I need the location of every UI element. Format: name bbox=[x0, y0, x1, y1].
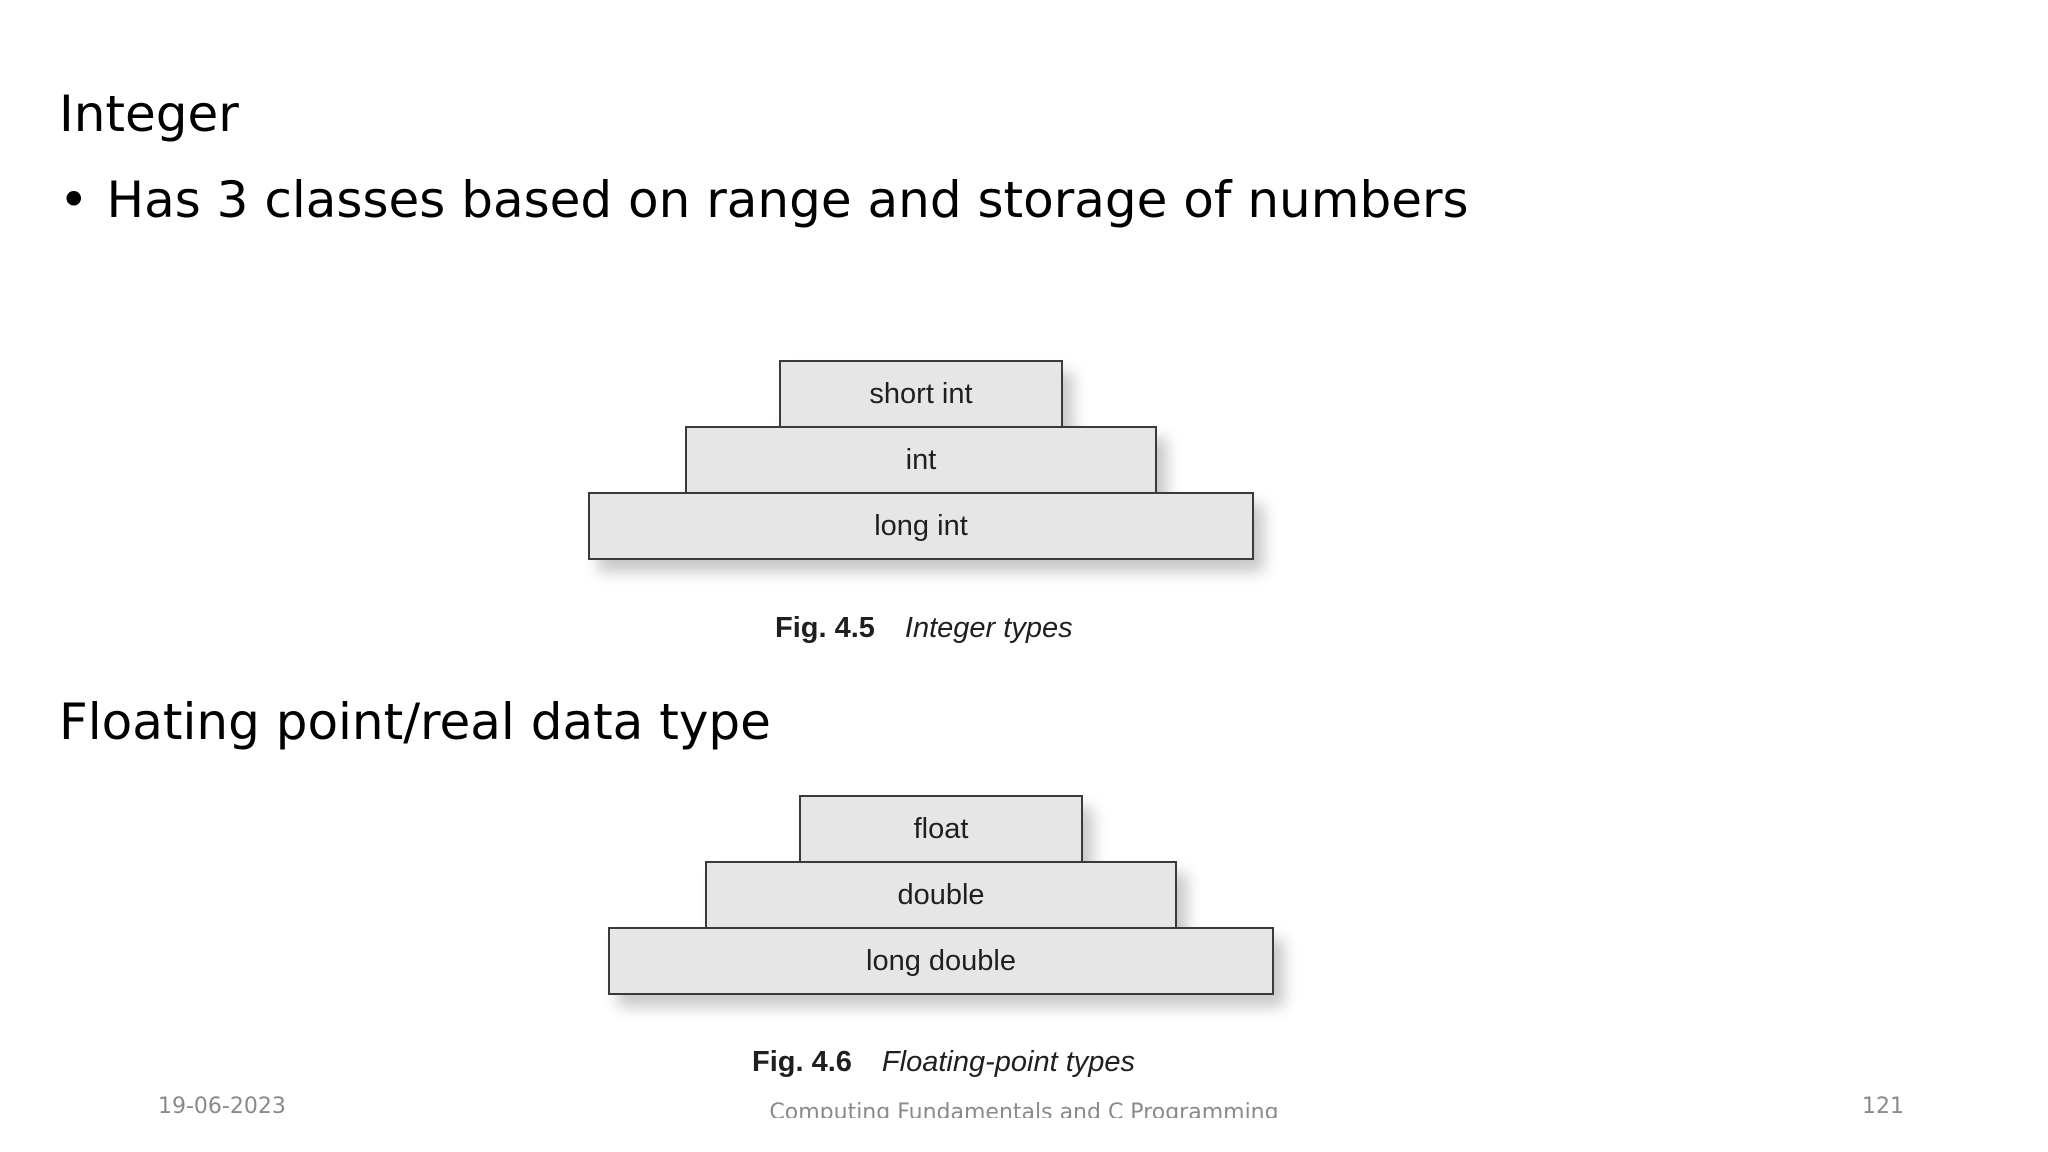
footer-date: 19-06-2023 bbox=[158, 1094, 286, 1119]
bullet-item: • Has 3 classes based on range and storag… bbox=[59, 170, 1469, 230]
figure-title: Integer types bbox=[904, 612, 1073, 644]
int-box: int bbox=[685, 426, 1157, 494]
figure-number: Fig. 4.5 bbox=[775, 612, 875, 644]
figure-caption-float: Fig. 4.6 Floating-point types bbox=[752, 1046, 1135, 1079]
heading-float: Floating point/real data type bbox=[59, 693, 771, 751]
bullet-symbol: • bbox=[59, 171, 89, 229]
figure-title: Floating-point types bbox=[881, 1046, 1136, 1078]
bullet-text: Has 3 classes based on range and storage… bbox=[106, 171, 1469, 229]
figure-caption-integer: Fig. 4.5 Integer types bbox=[775, 612, 1073, 645]
short-int-box: short int bbox=[779, 360, 1063, 428]
heading-integer: Integer bbox=[59, 85, 239, 143]
float-box: float bbox=[799, 795, 1083, 863]
footer-title: Computing Fundamentals and C Programming bbox=[769, 1100, 1279, 1118]
figure-number: Fig. 4.6 bbox=[752, 1046, 852, 1078]
double-box: double bbox=[705, 861, 1177, 929]
footer-page-number: 121 bbox=[1862, 1094, 1904, 1119]
long-int-box: long int bbox=[588, 492, 1254, 560]
long-double-box: long double bbox=[608, 927, 1274, 995]
